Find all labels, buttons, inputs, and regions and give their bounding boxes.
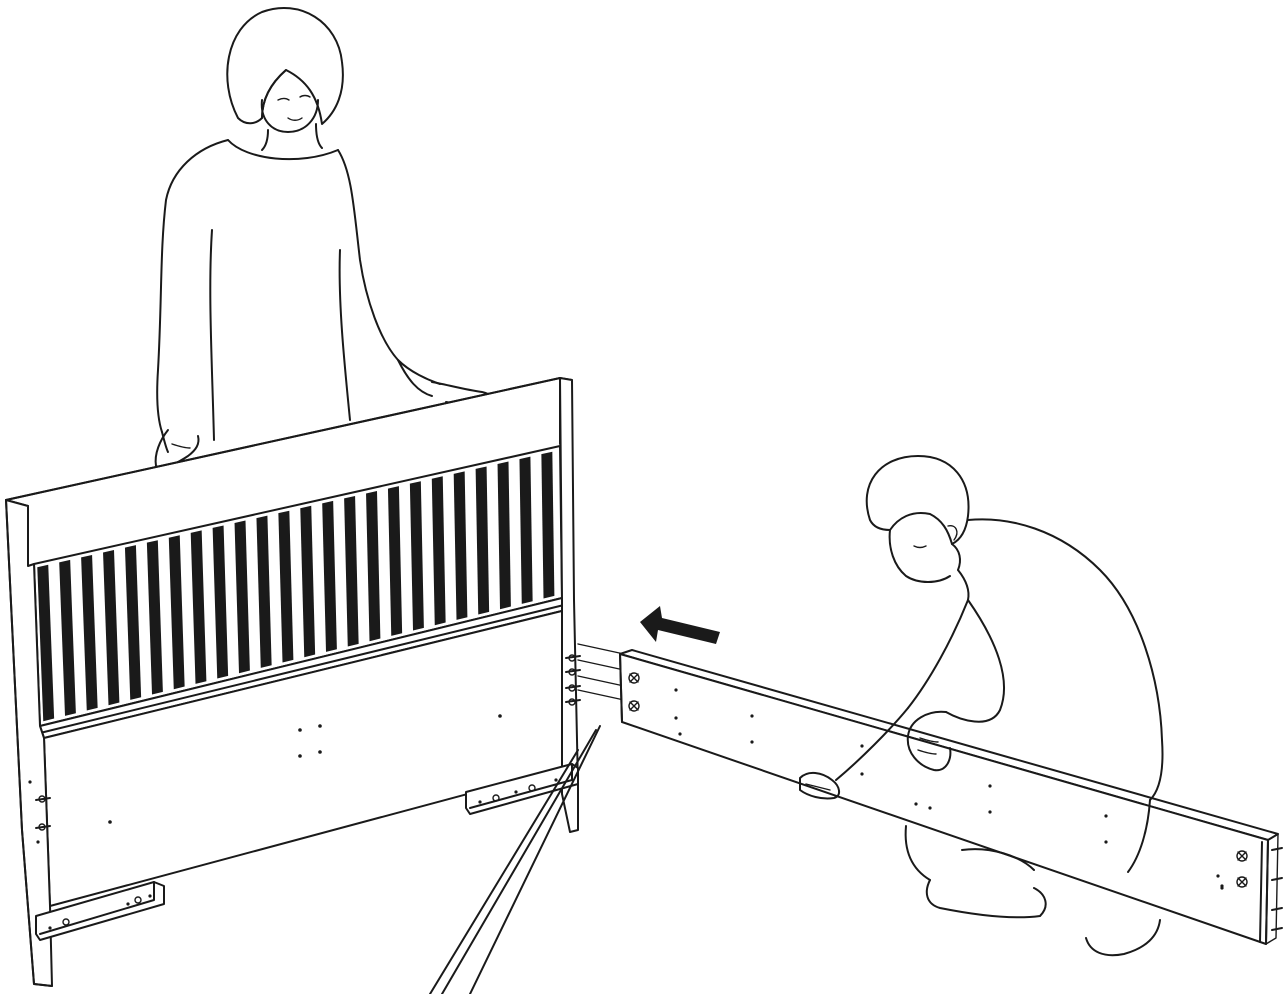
woman-figure	[156, 8, 491, 467]
arrow-left-icon	[640, 606, 720, 644]
headboard-slat	[519, 457, 532, 604]
headboard-slat	[541, 452, 554, 599]
side-rail	[620, 650, 1282, 944]
headboard	[6, 378, 580, 986]
alignment-lines	[578, 644, 624, 700]
side-rail-front-face	[620, 654, 1268, 944]
